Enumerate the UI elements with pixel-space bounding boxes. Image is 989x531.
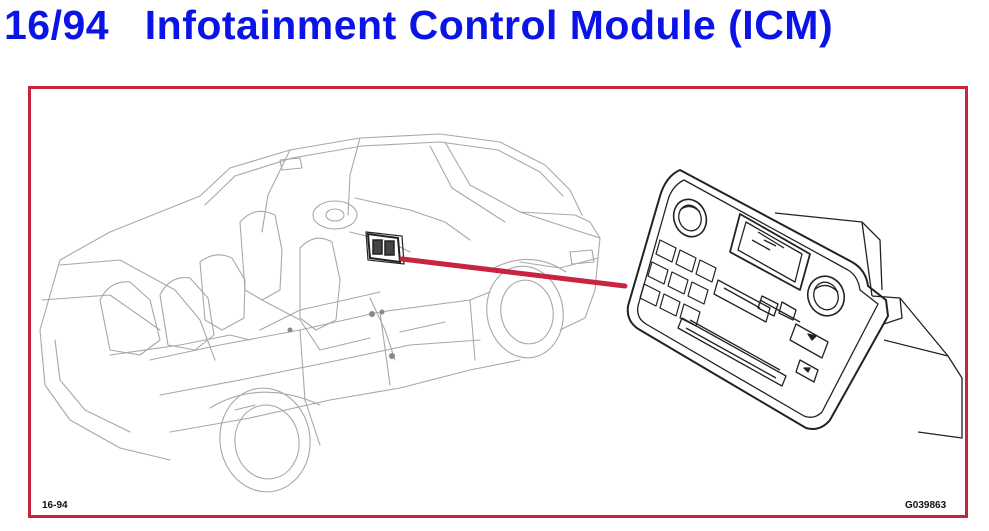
figure-code: G039863 — [905, 500, 947, 511]
figure-frame — [28, 86, 968, 518]
connector-points — [287, 309, 395, 359]
page-title: 16/94 Infotainment Control Module (ICM) — [4, 2, 834, 48]
icm-unit-illustration — [626, 169, 963, 439]
car-illustration — [39, 133, 601, 493]
leader-line — [399, 256, 628, 289]
icm-location-marker — [365, 231, 405, 265]
figure-number: 16-94 — [42, 500, 68, 511]
